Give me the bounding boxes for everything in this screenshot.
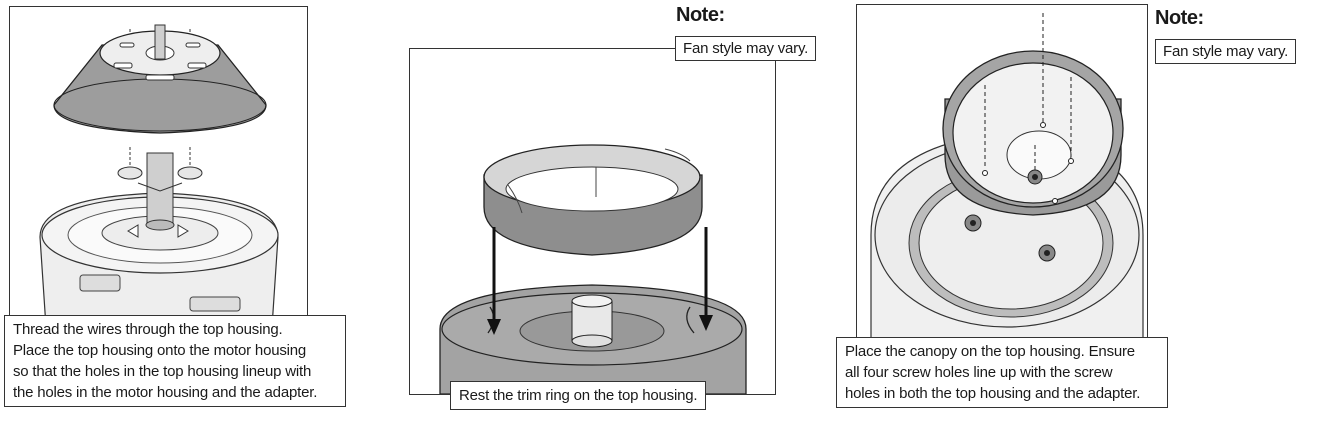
step1-caption-line: the holes in the motor housing and the a… — [13, 384, 318, 401]
step1-caption-line: Thread the wires through the top housing… — [13, 321, 283, 338]
step1-caption-line: Place the top housing onto the motor hou… — [13, 342, 307, 359]
top-housing-onto-motor-housing-drawing — [39, 24, 279, 328]
step2-note-title: Note: — [676, 4, 725, 26]
step1-illustration — [9, 6, 308, 338]
step3-illustration — [856, 4, 1148, 350]
step3-caption: Place the canopy on the top housing. Ens… — [836, 337, 1168, 408]
step3-caption-line: holes in both the top housing and the ad… — [845, 385, 1141, 402]
step2-caption-line: Rest the trim ring on the top housing. — [459, 387, 698, 404]
trim-ring-on-top-housing-drawing — [439, 144, 747, 394]
step2-caption: Rest the trim ring on the top housing. — [450, 381, 707, 410]
step1-caption-line: so that the holes in the top housing lin… — [13, 363, 312, 380]
step3-note-box: Fan style may vary. — [1155, 39, 1297, 64]
step2-note-box: Fan style may vary. — [675, 36, 817, 61]
canopy-on-top-housing-drawing — [870, 13, 1144, 349]
step1-caption: Thread the wires through the top housing… — [4, 315, 346, 407]
step3-note-title: Note: — [1155, 7, 1204, 29]
step3-caption-line: all four screw holes line up with the sc… — [845, 364, 1113, 381]
step2-illustration — [409, 48, 776, 395]
step3-caption-line: Place the canopy on the top housing. Ens… — [845, 343, 1135, 360]
